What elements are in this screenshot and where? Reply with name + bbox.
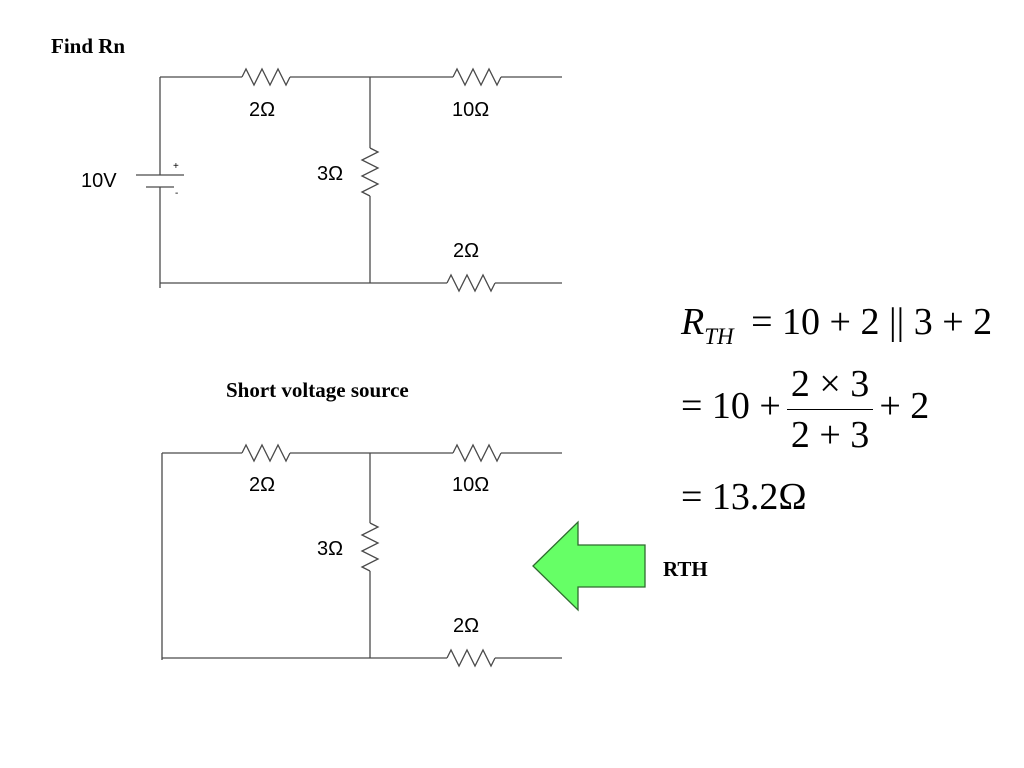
label-10ohm-top: 10Ω bbox=[452, 99, 490, 121]
b-resistor-10ohm-top bbox=[452, 443, 502, 463]
rth-arrow bbox=[532, 520, 646, 612]
b-resistor-2ohm-bottom bbox=[446, 648, 496, 668]
eq-fraction-denominator: 2 + 3 bbox=[790, 414, 870, 456]
rth-label: RTH bbox=[663, 557, 708, 581]
eq-r-subscript: TH bbox=[704, 324, 734, 349]
label-3ohm-top: 3Ω bbox=[317, 163, 344, 185]
resistor-2ohm-bottom bbox=[446, 273, 496, 293]
eq-fraction-numerator: 2 × 3 bbox=[786, 365, 874, 410]
eq-r-symbol: R bbox=[681, 301, 705, 343]
equation-line-3: = 13.2Ω bbox=[681, 478, 807, 516]
battery-plus-sign: + bbox=[173, 161, 179, 172]
b-resistor-3ohm bbox=[360, 522, 380, 572]
resistor-2ohm-top bbox=[241, 67, 291, 87]
short-voltage-source-title: Short voltage source bbox=[226, 378, 409, 402]
resistor-3ohm-top bbox=[360, 147, 380, 197]
b-resistor-2ohm-top bbox=[241, 443, 291, 463]
eq-line2-pre: = 10 + bbox=[681, 385, 781, 428]
eq-line3-result: = 13.2Ω bbox=[681, 476, 807, 518]
eq-line2-post: + 2 bbox=[879, 385, 930, 428]
label-2ohm-bottom: 2Ω bbox=[453, 240, 480, 262]
b-label-3ohm: 3Ω bbox=[317, 538, 344, 560]
resistor-10ohm-top bbox=[452, 67, 502, 87]
equation-line-1: RTH = 10 + 2 || 3 + 2 bbox=[681, 301, 993, 348]
eq-line1-rhs: = 10 + 2 || 3 + 2 bbox=[751, 301, 993, 343]
bottom-circuit bbox=[161, 443, 562, 668]
battery-label: 10V bbox=[81, 170, 117, 192]
b-label-10ohm-top: 10Ω bbox=[452, 474, 490, 496]
top-circuit bbox=[136, 67, 562, 293]
b-label-2ohm-top: 2Ω bbox=[249, 474, 276, 496]
label-2ohm-top: 2Ω bbox=[249, 99, 276, 121]
battery-minus-sign: - bbox=[175, 188, 179, 199]
b-label-2ohm-bottom: 2Ω bbox=[453, 615, 480, 637]
find-rn-title: Find Rn bbox=[51, 34, 126, 58]
